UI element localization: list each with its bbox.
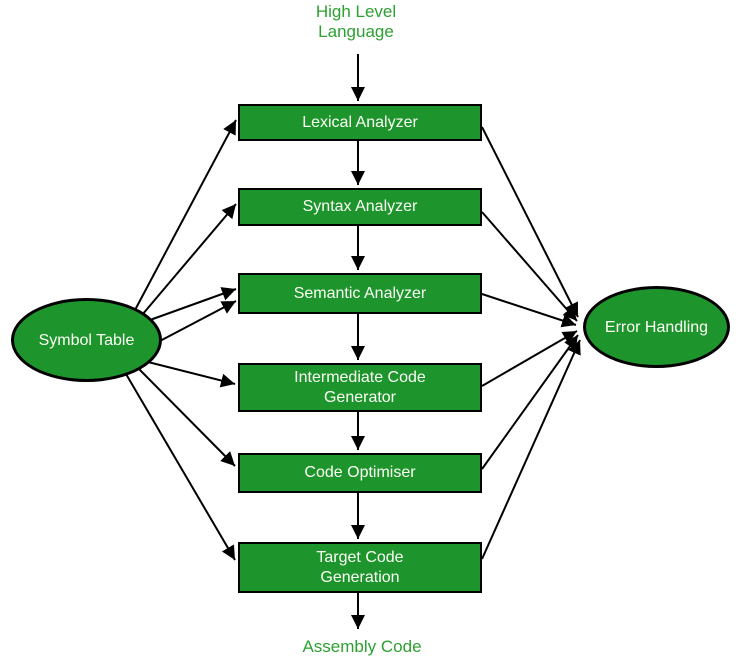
node-target-code-generation: Target Code Generation: [238, 542, 482, 593]
node-lexical-analyzer: Lexical Analyzer: [238, 104, 482, 141]
node-symbol-table: Symbol Table: [11, 298, 162, 382]
edge-symbol-to-target: [125, 373, 236, 561]
edge-symbol-to-semantic-1: [149, 287, 237, 321]
edge-syntax-to-error: [481, 211, 578, 322]
node-syntax-analyzer: Syntax Analyzer: [238, 188, 482, 226]
node-intermediate-code-generator: Intermediate Code Generator: [238, 363, 482, 412]
edge-semantic-to-error: [481, 293, 577, 328]
edge-symbol-to-semantic-2: [157, 300, 237, 343]
edge-icg-to-error: [481, 330, 578, 387]
edge-symbol-to-syntax: [141, 203, 237, 316]
input-label-high-level-language: High Level Language: [315, 2, 397, 41]
edge-symbol-to-lexical: [134, 119, 237, 311]
edge-optimiser-to-error: [481, 334, 579, 470]
edge-symbol-to-optimiser: [137, 367, 236, 467]
node-semantic-analyzer: Semantic Analyzer: [238, 273, 482, 314]
edge-symbol-to-icg: [147, 361, 236, 388]
edge-lexical-to-error: [481, 126, 579, 318]
node-error-handling: Error Handling: [583, 286, 730, 368]
edge-target-to-error: [481, 339, 581, 560]
node-code-optimiser: Code Optimiser: [238, 453, 482, 493]
output-label-assembly-code: Assembly Code: [302, 637, 422, 656]
